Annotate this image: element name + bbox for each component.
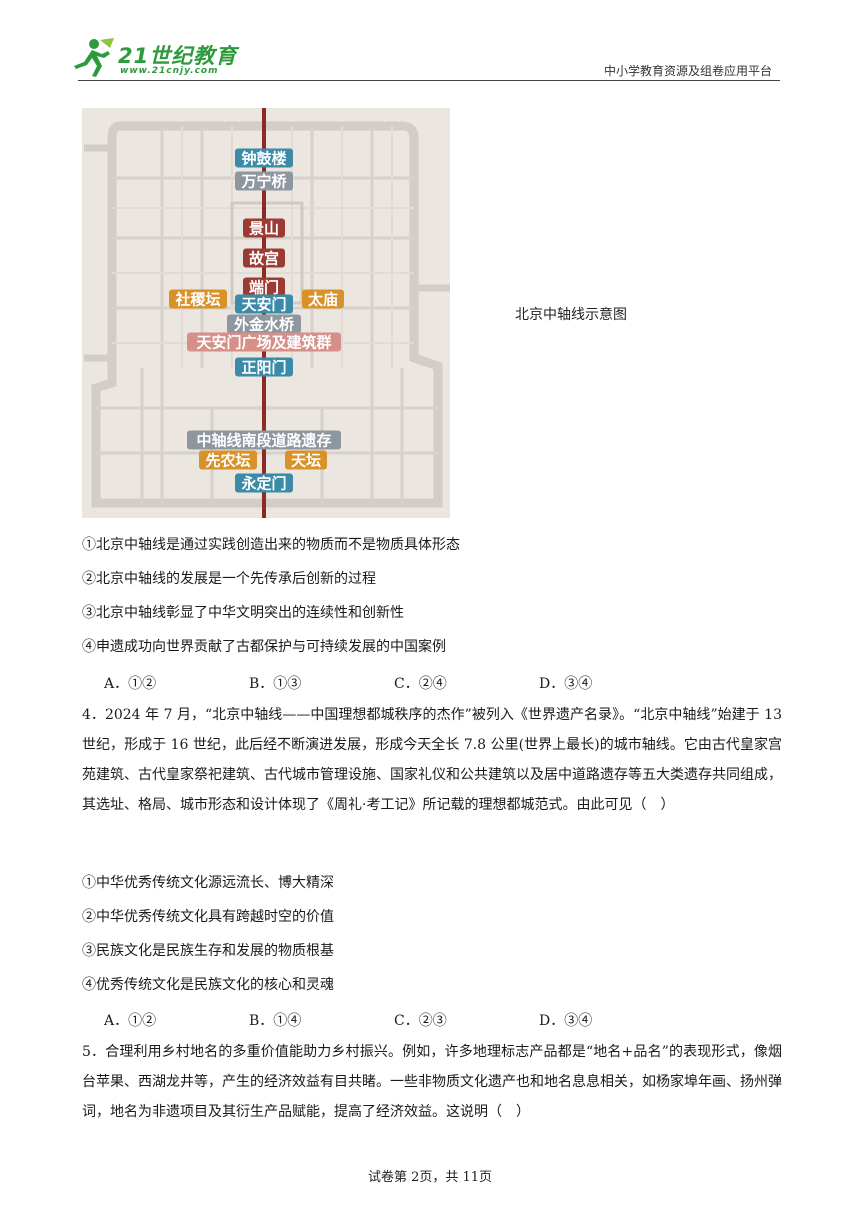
q4-item-1: ①中华优秀传统文化源远流长、博大精深 [82,875,334,891]
q3-item-1: ①北京中轴线是通过实践创造出来的物质而不是物质具体形态 [82,537,460,553]
page-header: 21世纪教育 www.21cnjy.com 中小学教育资源及组卷应用平台 [0,0,860,85]
q3-option-a[interactable]: A．①② [104,676,157,692]
map-label-box [243,248,285,268]
map-label: 正阳门 [241,359,286,377]
map-label: 天安门 [241,296,286,314]
q3-item-3: ③北京中轴线彰显了中华文明突出的连续性和创新性 [82,605,404,621]
map-label-box [302,289,344,309]
q4-stem: 4．2024 年 7 月，“北京中轴线——中国理想都城秩序的杰作”被列入《世界遗… [82,707,782,813]
q4-item-4: ④优秀传统文化是民族文化的核心和灵魂 [82,977,334,993]
q4-option-a[interactable]: A．①② [104,1013,157,1029]
map-label-box [235,148,293,168]
map-label: 万宁桥 [240,173,287,191]
map-label-box [235,357,293,377]
map-label: 永定门 [240,475,286,493]
q3-option-c[interactable]: C．②④ [394,676,447,692]
map-label-box [169,289,227,309]
q3-option-d[interactable]: D．③④ [539,676,593,692]
map-label-box [235,294,293,314]
map-label: 太庙 [308,291,338,309]
map-label-box [235,171,293,191]
q3-options: A．①② B．①③ C．②④ D．③④ [104,673,684,693]
header-divider [78,80,780,81]
map-label-box [187,430,341,450]
map-label-box [285,450,327,470]
q3-item-4: ④申遗成功向世界贡献了古都保护与可持续发展的中国案例 [82,639,446,655]
map-label: 外金水桥 [233,316,295,334]
map-label-box [187,332,341,352]
map-label: 钟鼓楼 [241,150,286,168]
runner-logo-icon [74,38,114,77]
q3-option-b[interactable]: B．①③ [249,676,302,692]
platform-name: 中小学教育资源及组卷应用平台 [603,64,772,78]
map-label-box [227,314,301,334]
q5-stem: 5．合理利用乡村地名的多重价值能助力乡村振兴。例如，许多地理标志产品都是“地名+… [82,1044,782,1120]
site-logo: 21世纪教育 www.21cnjy.com [70,36,250,80]
beijing-axis-map: 钟鼓楼万宁桥景山故宫端门社稷坛 天安门 太庙外金水桥天安门广场及建筑群正阳门中轴线南… [82,108,450,518]
map-label: 端门 [249,279,279,297]
map-label-box [243,218,285,238]
map-label: 景山 [249,220,279,238]
map-label: 天坛 [291,452,321,470]
map-label: 社稷坛 [174,291,220,309]
q4-option-b[interactable]: B．①④ [249,1013,302,1029]
map-label: 故宫 [249,250,279,268]
map-label: 先农坛 [205,452,250,470]
q4-item-3: ③民族文化是民族生存和发展的物质根基 [82,943,334,959]
map-label: 天安门广场及建筑群 [196,334,331,352]
q4-item-2: ②中华优秀传统文化具有跨越时空的价值 [82,909,334,925]
map-label-box [199,450,257,470]
map-label-box [235,473,293,493]
q4-option-d[interactable]: D．③④ [539,1013,593,1029]
map-label-box [243,277,285,297]
map-caption: 北京中轴线示意图 [515,307,627,323]
logo-url: www.21cnjy.com [120,66,219,76]
q3-item-2: ②北京中轴线的发展是一个先传承后创新的过程 [82,571,376,587]
page-footer: 试卷第 2页，共 11页 [367,1170,493,1185]
q4-option-c[interactable]: C．②③ [394,1013,447,1029]
map-label: 中轴线南段道路遗存 [196,432,331,450]
logo-text: 21世纪教育 [118,44,238,68]
q4-options: A．①② B．①④ C．②③ D．③④ [104,1010,684,1030]
